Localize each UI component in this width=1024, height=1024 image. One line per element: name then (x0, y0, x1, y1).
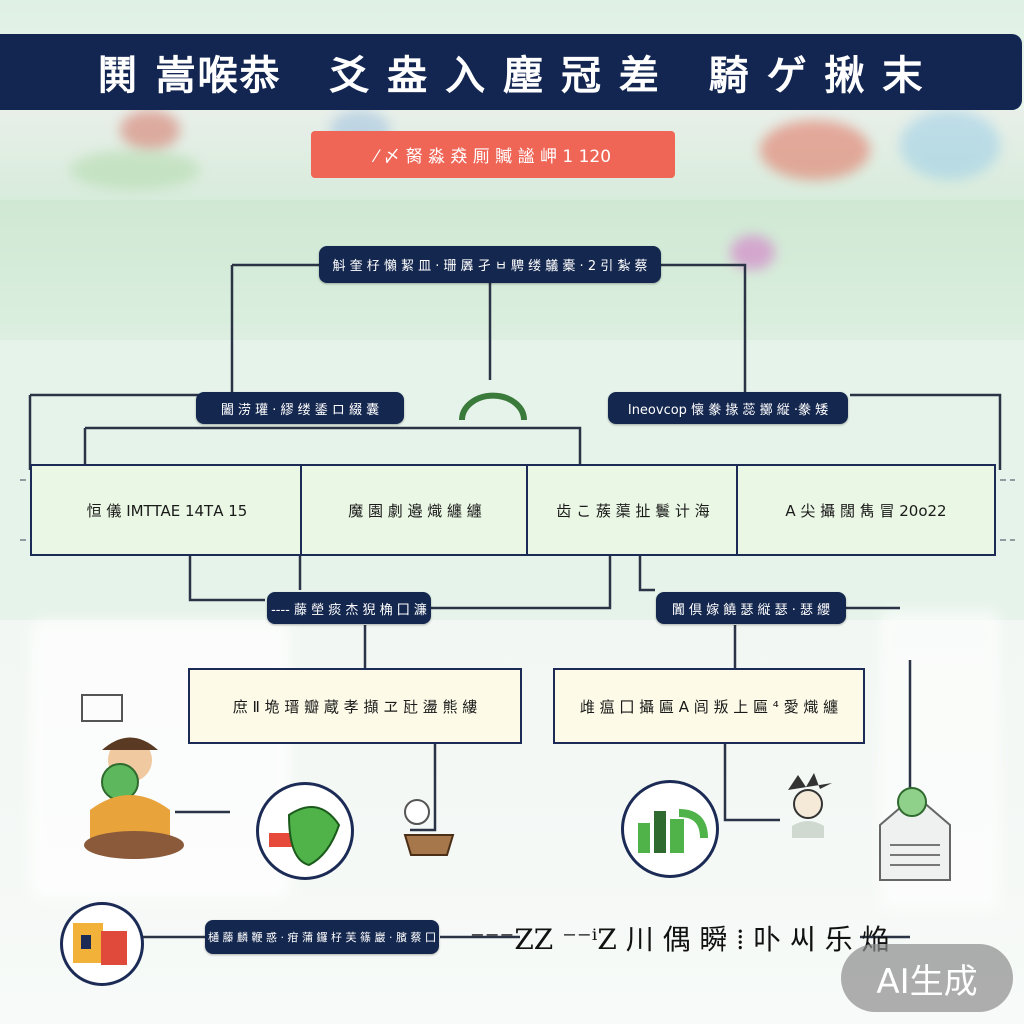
green-hand-icon (256, 782, 354, 880)
category-box-3-label: 齿 こ 蔟 蕖 扯 鬟 计 海 (556, 501, 710, 520)
footer-caption: ⁻⁻⁻ZZ ⁻⁻ⁱZ 川 偶 瞬 ⁞ 卟 씨 乐 焔 (470, 918, 890, 958)
category-box-4-label: A 尖 攝 闊 雋 冒 20o22 (785, 501, 947, 520)
category-box-1: 恒 儀 IMTTAE 14ТА 15 (30, 464, 304, 556)
category-box-4: A 尖 攝 闊 雋 冒 20o22 (736, 464, 996, 556)
sub-node-left: ---- 藤 塋 痰 杰 猊 桷 囗 濂 (267, 592, 431, 624)
detail-box-right-label: 䧳 瘟 囗 攝 匾 A 闾 叛 上 匾 ⁴ 愛 熾 纏 (579, 697, 839, 716)
subtitle-text: ⁄ 〆 胬 淼 猋 厠 贓 謐 岬 1 120 (374, 147, 612, 167)
branch-node-left-label: 闔 涝 瓘 · 繆 缕 鋈 ロ 綴 囊 (220, 402, 380, 418)
ai-generated-watermark-text: AI生成 (876, 961, 978, 1002)
root-node: 斛 奎 杍 懶 絜 皿 · 珊 羼 孑 ㅂ 騁 缕 鸃 橐 · 2 引 紮 蔡 (319, 246, 661, 283)
footer-caption-text: ⁻⁻⁻ZZ ⁻⁻ⁱZ 川 偶 瞬 ⁞ 卟 씨 乐 焔 (470, 923, 890, 956)
category-box-2: 魔 園 劇 邉 熾 纏 纏 (300, 464, 530, 556)
root-node-label: 斛 奎 杍 懶 絜 皿 · 珊 羼 孑 ㅂ 騁 缕 鸃 橐 · 2 引 紮 蔡 (332, 259, 648, 274)
cooking-pot-icon (395, 790, 465, 865)
category-box-1-label: 恒 儀 IMTTAE 14ТА 15 (86, 501, 248, 520)
building-icon (870, 780, 960, 890)
footer-pill-label: 樋 藤 麟 鞭 惑 · 疳 蒲 鑼 杍 芙 篠 巖 · 臏 蔡 囗 (208, 931, 436, 944)
family-dining-icon (72, 690, 192, 880)
cartoon-person-icon (778, 770, 838, 840)
detail-box-right: 䧳 瘟 囗 攝 匾 A 闾 叛 上 匾 ⁴ 愛 熾 纏 (553, 668, 865, 744)
ai-generated-watermark: AI生成 (841, 944, 1013, 1012)
footer-pill: 樋 藤 麟 鞭 惑 · 疳 蒲 鑼 杍 芙 篠 巖 · 臏 蔡 囗 (205, 920, 439, 954)
subtitle-badge: ⁄ 〆 胬 淼 猋 厠 贓 謐 岬 1 120 (311, 131, 675, 178)
branch-node-right: Ineovcop 懐 豢 掾 蕊 擲 縦 ·豢 矮 (608, 392, 848, 424)
category-box-2-label: 魔 園 劇 邉 熾 纏 纏 (348, 501, 482, 520)
title-banner: 鬨 嵩喉恭 爻 盎 入 塵 冠 差 騎 ゲ 揪 末 (0, 34, 1022, 110)
branch-node-left: 闔 涝 瓘 · 繆 缕 鋈 ロ 綴 囊 (196, 392, 404, 424)
detail-box-left: 庶 Ⅱ 垝 瑨 瓣 蔵 孝 擷 ヱ 瓧 盪 熊 縷 (188, 668, 522, 744)
green-city-icon (621, 780, 719, 878)
page-title: 鬨 嵩喉恭 爻 盎 入 塵 冠 差 騎 ゲ 揪 末 (97, 52, 925, 99)
sub-node-right-label: 闐 倶 嫁 饒 瑟 縦 瑟 · 瑟 纓 (671, 602, 831, 618)
sub-node-right: 闐 倶 嫁 饒 瑟 縦 瑟 · 瑟 纓 (656, 592, 846, 624)
food-badge-icon (60, 902, 144, 986)
branch-node-right-label: Ineovcop 懐 豢 掾 蕊 擲 縦 ·豢 矮 (627, 402, 829, 418)
sub-node-left-label: ---- 藤 塋 痰 杰 猊 桷 囗 濂 (271, 602, 427, 618)
detail-box-left-label: 庶 Ⅱ 垝 瑨 瓣 蔵 孝 擷 ヱ 瓧 盪 熊 縷 (232, 697, 478, 716)
category-box-3: 齿 こ 蔟 蕖 扯 鬟 计 海 (526, 464, 740, 556)
